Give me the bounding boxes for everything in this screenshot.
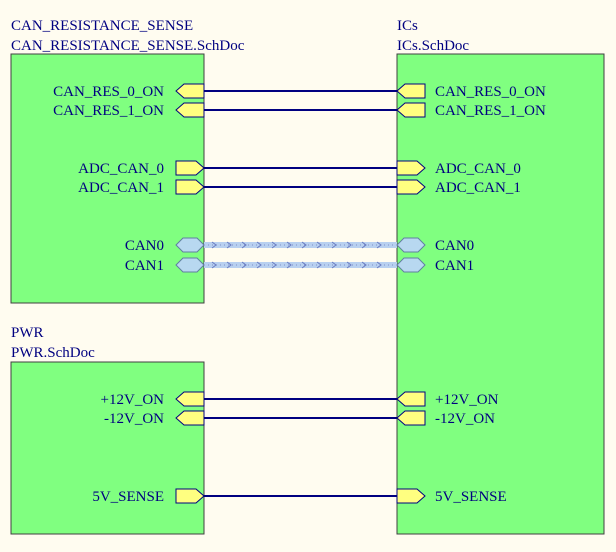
sheet-entry-can1[interactable]: CAN1 <box>125 257 205 274</box>
sheet-entry-adc-can-0[interactable]: ADC_CAN_0 <box>78 160 205 177</box>
port-label: ADC_CAN_1 <box>435 180 521 196</box>
sheet-entry-adc-can-1[interactable]: ADC_CAN_1 <box>396 179 521 196</box>
sheet-filename: ICs.SchDoc <box>397 38 469 54</box>
sheet-pwr[interactable]: PWR PWR.SchDoc +12V_ON -12V_ON 5V_SENSE <box>10 325 205 535</box>
sheet-designator: ICs <box>397 18 418 34</box>
port-label: +12V_ON <box>101 392 165 408</box>
sheet-entry-p12v-on[interactable]: +12V_ON <box>101 391 205 408</box>
sheet-can-resistance-sense[interactable]: CAN_RESISTANCE_SENSE CAN_RESISTANCE_SENS… <box>10 18 245 304</box>
port-label: CAN0 <box>435 238 474 254</box>
sheet-entry-can-res-0-on[interactable]: CAN_RES_0_ON <box>396 83 546 100</box>
sheet-body[interactable] <box>396 53 605 535</box>
port-label: 5V_SENSE <box>435 489 507 505</box>
port-label: ADC_CAN_1 <box>78 180 164 196</box>
port-label: CAN_RES_1_ON <box>53 103 164 119</box>
port-label: CAN0 <box>125 238 164 254</box>
wires <box>204 90 397 497</box>
sheet-designator: PWR <box>11 325 44 341</box>
port-label: +12V_ON <box>435 392 499 408</box>
sheet-entry-can-res-0-on[interactable]: CAN_RES_0_ON <box>53 83 205 100</box>
harness-can0[interactable] <box>204 241 397 249</box>
port-label: ADC_CAN_0 <box>435 161 521 177</box>
harness-can1[interactable] <box>204 261 397 269</box>
sheet-filename: CAN_RESISTANCE_SENSE.SchDoc <box>11 38 245 54</box>
sheet-entry-can0[interactable]: CAN0 <box>396 237 474 254</box>
sheet-entry-m12v-on[interactable]: -12V_ON <box>104 410 205 427</box>
port-label: 5V_SENSE <box>92 489 164 505</box>
sheet-filename: PWR.SchDoc <box>11 345 95 361</box>
port-label: -12V_ON <box>104 411 164 427</box>
sheet-body[interactable] <box>10 53 205 304</box>
sheet-entry-can-res-1-on[interactable]: CAN_RES_1_ON <box>396 102 546 119</box>
port-label: CAN1 <box>125 258 164 274</box>
sheet-designator: CAN_RESISTANCE_SENSE <box>11 18 193 34</box>
sheet-entry-can-res-1-on[interactable]: CAN_RES_1_ON <box>53 102 205 119</box>
port-label: ADC_CAN_0 <box>78 161 164 177</box>
sheet-ics[interactable]: ICs ICs.SchDoc CAN_RES_0_ON CAN_RES_1_ON… <box>396 18 605 535</box>
sheet-body[interactable] <box>10 361 205 535</box>
port-label: CAN1 <box>435 258 474 274</box>
sheet-entry-can1[interactable]: CAN1 <box>396 257 474 274</box>
sheet-entry-adc-can-1[interactable]: ADC_CAN_1 <box>78 179 205 196</box>
sheet-entry-can0[interactable]: CAN0 <box>125 237 205 254</box>
port-label: CAN_RES_1_ON <box>435 103 546 119</box>
sheet-entry-adc-can-0[interactable]: ADC_CAN_0 <box>396 160 521 177</box>
sheet-entry-m12v-on[interactable]: -12V_ON <box>396 410 495 427</box>
sheet-entry-5v-sense[interactable]: 5V_SENSE <box>396 488 507 505</box>
port-label: CAN_RES_0_ON <box>435 84 546 100</box>
port-label: CAN_RES_0_ON <box>53 84 164 100</box>
sheet-entry-p12v-on[interactable]: +12V_ON <box>396 391 499 408</box>
port-label: -12V_ON <box>435 411 495 427</box>
sheet-entry-5v-sense[interactable]: 5V_SENSE <box>92 488 205 505</box>
